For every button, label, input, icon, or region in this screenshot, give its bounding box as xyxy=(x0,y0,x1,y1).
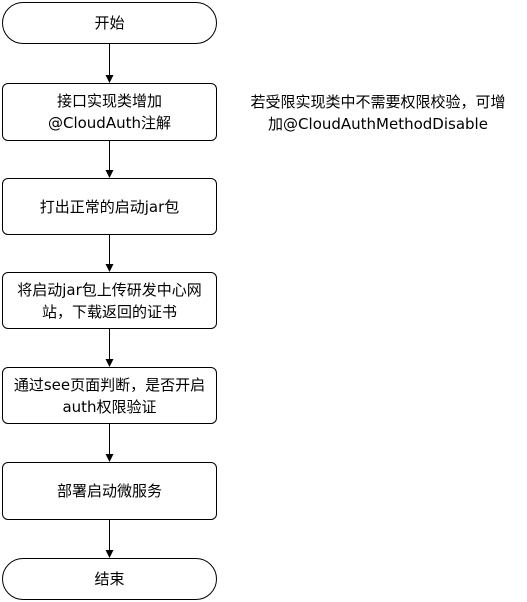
flow-node-upload-jar: 将启动jar包上传研发中心网 站，下载返回的证书 xyxy=(2,272,217,329)
flow-node-end: 结束 xyxy=(2,558,217,600)
flow-node-build-jar-label: 打出正常的启动jar包 xyxy=(39,197,180,216)
side-note: 若受限实现类中不需要权限校验，可增 加@CloudAuthMethodDisab… xyxy=(250,93,506,133)
flow-node-upload-jar-label: 将启动jar包上传研发中心网 站，下载返回的证书 xyxy=(17,280,202,321)
flow-node-add-annotation: 接口实现类增加 @CloudAuth注解 xyxy=(2,83,217,141)
flow-node-deploy: 部署启动微服务 xyxy=(2,462,217,520)
flow-node-add-annotation-label: 接口实现类增加 @CloudAuth注解 xyxy=(47,92,171,132)
flow-node-check-auth-label: 通过see页面判断，是否开启 auth权限验证 xyxy=(13,375,206,416)
flow-node-build-jar: 打出正常的启动jar包 xyxy=(2,178,217,235)
flow-node-deploy-label: 部署启动微服务 xyxy=(56,482,162,500)
flow-node-check-auth: 通过see页面判断，是否开启 auth权限验证 xyxy=(2,367,217,424)
flow-node-end-label: 结束 xyxy=(94,570,125,588)
flow-node-start: 开始 xyxy=(2,2,217,44)
flow-node-start-label: 开始 xyxy=(94,14,125,32)
